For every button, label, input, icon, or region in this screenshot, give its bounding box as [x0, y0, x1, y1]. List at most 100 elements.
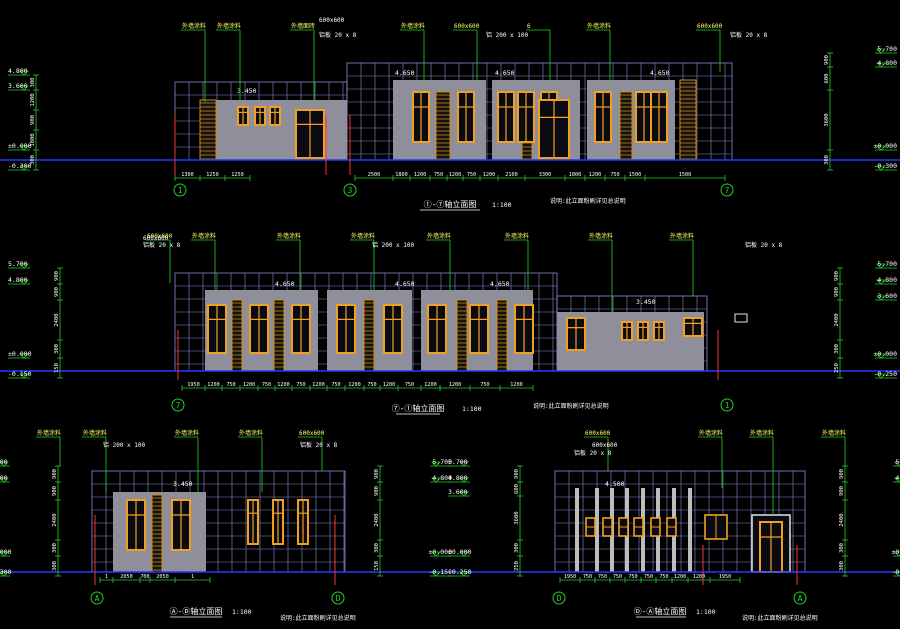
dim-value: 1800: [569, 172, 582, 178]
dim-value-v: 900: [30, 115, 36, 125]
elevation-2-level-left: 4.800: [8, 276, 30, 285]
elevation-2-spec: 铝板 20 x 8: [745, 241, 783, 249]
level-triangle: [894, 551, 900, 557]
elevation-2-panel-label: 4.650: [275, 280, 295, 288]
elevation-4-level-left: ±0.000: [448, 548, 472, 557]
callout-text: 外墙涂料: [192, 232, 216, 240]
elevation-3-level-left: -0.300: [0, 568, 12, 577]
level-value: ±0.000: [874, 350, 898, 358]
dim-value: 1200: [589, 172, 602, 178]
elevation-1-window-small-0: [237, 106, 249, 126]
dim-value: 750: [583, 574, 592, 580]
dim-value: 750: [262, 382, 271, 388]
elevation-1-callout: 外墙涂料: [586, 22, 611, 82]
level-value: 4.800: [0, 474, 8, 482]
elevation-1-axis-3-label: 3: [348, 186, 353, 195]
dim-value-v: 900: [839, 486, 845, 496]
dim-value: 750: [226, 382, 235, 388]
callout-text: 外墙涂料: [83, 429, 107, 437]
vertical-stripe-frame: [619, 91, 633, 161]
elevation-2-callout: 600x600: [146, 233, 173, 283]
callout-text: 外墙涂料: [699, 429, 723, 437]
dim-value-v: 900: [824, 55, 830, 65]
level-value: -0.150: [429, 568, 453, 576]
elevation-1-axis-1-label: 1: [178, 186, 183, 195]
dim-value-v: 300: [834, 344, 840, 354]
level-triangle: [19, 85, 29, 91]
elevation-1-panel-label: 4.650: [650, 69, 670, 77]
dim-value-v: 900: [834, 271, 840, 281]
elevation-1-door-2: [538, 99, 570, 159]
elevation-1-level-left: 4.800: [8, 67, 30, 76]
dim-value: 1200: [449, 172, 462, 178]
elevation-3-callout: 600x600: [298, 430, 325, 471]
elevation-4-column-7: [688, 488, 692, 572]
elevation-1-stripe-2: [435, 91, 451, 161]
dim-value: 1200: [312, 382, 325, 388]
elevation-3-window-1: [171, 499, 191, 551]
elevation-2-panel-label: 4.650: [395, 280, 415, 288]
level-value: -0.150: [8, 370, 32, 378]
vertical-stripe-frame: [151, 494, 163, 573]
level-value: 4.800: [432, 474, 452, 482]
dim-value: 1200: [449, 382, 462, 388]
callout-text: 外墙面砖: [291, 22, 315, 30]
dim-value: 1200: [693, 574, 706, 580]
elevation-3-note: 说明:此立面粉刷详见总说明: [280, 614, 356, 622]
callout-text: 外墙涂料: [822, 429, 846, 437]
level-triangle: [876, 279, 886, 285]
dim-value: 1300: [181, 172, 194, 178]
dim-value-v: 300: [839, 543, 845, 553]
level-value: -0.250: [448, 568, 472, 576]
level-value: ±0.000: [0, 548, 12, 556]
dim-value-v: 900: [52, 469, 58, 479]
callout-text: 外墙涂料: [505, 232, 529, 240]
elevation-4-callout: 外墙涂料: [749, 429, 774, 515]
callout-text: 外墙涂料: [217, 22, 241, 30]
elevation-3-axis-A-label: A: [95, 594, 100, 603]
elevation-2-callout: 外墙涂料: [669, 232, 694, 296]
callout-text: 外墙涂料: [239, 429, 263, 437]
elevation-4-axis-D-label: D: [557, 594, 562, 603]
elevation-1-spec: 铝 200 x 100: [486, 31, 529, 39]
elevation-4-window-1: [602, 517, 613, 537]
elevation-1-title: ①-⑦轴立面图: [424, 199, 477, 209]
elevation-2-title: ⑦-①轴立面图: [392, 403, 445, 413]
level-triangle: [459, 491, 469, 497]
level-value: 5.700: [8, 260, 28, 268]
elevation-2-callout: 外墙涂料: [426, 232, 451, 292]
elevation-4-level-left: 3.600: [448, 488, 470, 497]
dim-value: 1950: [564, 574, 577, 580]
dim-value: 750: [331, 382, 340, 388]
elevation-1-window-1: [457, 91, 475, 143]
level-triangle: [876, 62, 886, 68]
callout-text: 外墙涂料: [670, 232, 694, 240]
elevation-3-scale: 1:100: [232, 608, 252, 616]
elevation-1-callout: 600x600: [696, 23, 723, 72]
dim-value-v: 2400: [54, 313, 60, 326]
elevation-4-level-right: -0.300: [892, 568, 900, 577]
elevation-1-window-6: [635, 91, 653, 143]
dim-value: 1200: [348, 382, 361, 388]
dim-value-v: 300: [30, 78, 36, 88]
level-triangle: [19, 279, 29, 285]
dim-value: 750: [628, 574, 637, 580]
level-value: -0.250: [874, 370, 898, 378]
elevation-2-window-7: [514, 304, 534, 354]
callout-text: 外墙涂料: [401, 22, 425, 30]
callout-text: 600x600: [585, 430, 611, 437]
dim-value-v: 3600: [824, 113, 830, 126]
level-triangle: [431, 461, 441, 467]
level-value: 5.700: [877, 45, 897, 53]
elevation-1-window-2: [497, 91, 515, 143]
level-triangle: [19, 263, 29, 269]
elevation-1-window-5: [594, 91, 612, 143]
dim-value: 1: [191, 574, 194, 580]
dim-value: 1200: [207, 382, 220, 388]
elevation-3-panel-label: 3.450: [173, 480, 193, 488]
